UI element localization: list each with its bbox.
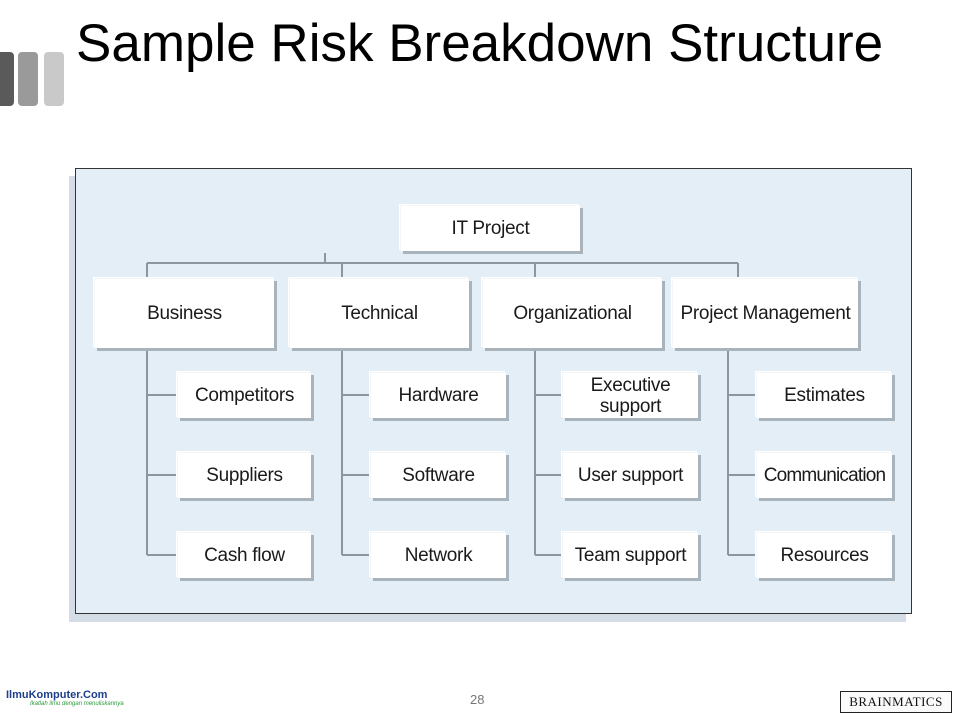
- node-category-project-management: Project Management: [672, 278, 858, 348]
- node-category-business: Business: [94, 278, 274, 348]
- ilmukomputer-logo-tagline: Ikatlah ilmu dengan menuliskannya: [30, 701, 124, 707]
- ilmukomputer-logo: IlmuKomputer.Com Ikatlah ilmu dengan men…: [6, 689, 124, 715]
- node-root: IT Project: [400, 205, 580, 251]
- title-accent-bar-light: [44, 52, 64, 106]
- brainmatics-logo: BRAINMATICS: [840, 691, 952, 713]
- node-item-team-support: Team support: [562, 532, 698, 578]
- ilmukomputer-logo-text: IlmuKomputer.Com: [6, 689, 108, 701]
- node-item-estimates: Estimates: [756, 372, 892, 418]
- node-item-network: Network: [370, 532, 506, 578]
- title-accent-bar-mid: [18, 52, 38, 106]
- node-item-communication: Communication: [756, 452, 892, 498]
- node-item-suppliers: Suppliers: [177, 452, 311, 498]
- node-item-hardware: Hardware: [370, 372, 506, 418]
- title-accent-bar-dark: [0, 52, 14, 106]
- slide-title: Sample Risk Breakdown Structure: [76, 14, 884, 73]
- node-item-competitors: Competitors: [177, 372, 311, 418]
- node-category-technical: Technical: [289, 278, 469, 348]
- node-item-user-support: User support: [562, 452, 698, 498]
- node-item-cash-flow: Cash flow: [177, 532, 311, 578]
- connector-lines: [146, 253, 756, 556]
- risk-breakdown-diagram: IT Project Business Technical Organizati…: [75, 168, 912, 614]
- slide-page-number: 28: [470, 692, 485, 707]
- node-item-executive-support: Executive support: [562, 372, 698, 418]
- node-item-resources: Resources: [756, 532, 892, 578]
- node-item-software: Software: [370, 452, 506, 498]
- node-category-organizational: Organizational: [482, 278, 662, 348]
